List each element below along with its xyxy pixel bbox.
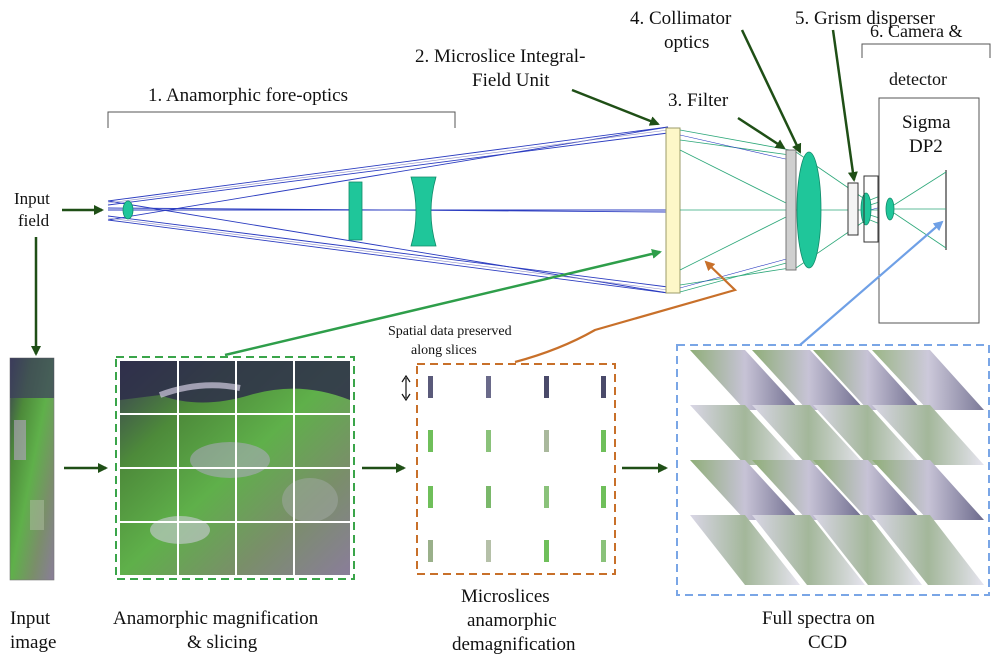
microslices-label-line1: Microslices	[461, 586, 550, 607]
camera-label-line1: Sigma	[902, 112, 951, 133]
stage4-label-line1: 4. Collimator	[630, 8, 732, 29]
input-image-label-line1: Input	[10, 608, 51, 629]
input-image	[9, 357, 55, 581]
camera-label-line2: DP2	[909, 136, 943, 157]
spectra-label-line1: Full spectra on	[762, 608, 875, 629]
ifu-block	[665, 127, 681, 294]
spatial-label-line2: along slices	[411, 343, 477, 358]
anamorphic-grid	[115, 356, 355, 580]
spectra-box	[676, 344, 990, 596]
stage1-label: 1. Anamorphic fore-optics	[148, 85, 348, 106]
stage5-label: 5. Grism disperser	[795, 8, 935, 29]
anamorphic-label-line1: Anamorphic magnification	[113, 608, 319, 629]
stage3-arrow	[737, 116, 786, 150]
stage4-label-line2: optics	[664, 32, 710, 53]
fore-lens-2	[348, 181, 363, 241]
stage6-bracket	[861, 43, 991, 58]
microslice-marks	[428, 376, 606, 562]
camera-lens	[885, 197, 895, 221]
anamorphic-label-line2: & slicing	[187, 632, 258, 653]
fore-lens-1	[122, 200, 134, 220]
camera-body	[878, 97, 980, 324]
microslices-to-ifu-arrow	[514, 260, 738, 364]
spatial-label-line1: Spatial data preserved	[388, 324, 512, 339]
collimator-lens	[796, 151, 822, 269]
stage5-arrow	[831, 29, 858, 182]
microslices-label-line3: demagnification	[452, 634, 576, 655]
input-image-label-line2: image	[10, 632, 57, 653]
fore-optics-rays	[107, 126, 669, 294]
grid-to-ifu-arrow	[224, 248, 662, 357]
filter-plate	[785, 149, 797, 271]
spectra-to-detector-arrow	[799, 220, 944, 346]
fore-lens-3	[410, 176, 437, 247]
microslices-box	[401, 363, 616, 575]
stage3-label: 3. Filter	[668, 90, 729, 111]
stage6-label-line1: 6. Camera &	[870, 21, 963, 41]
stage2-arrow	[571, 88, 660, 126]
spectra-label-line2: CCD	[808, 632, 848, 653]
stage2-label-line2: Field Unit	[472, 70, 550, 91]
spectra-strips	[690, 350, 984, 585]
camera-front	[863, 175, 879, 243]
input-field-label-line2: field	[18, 211, 50, 230]
slice-height-indicator	[401, 374, 411, 402]
stage4-arrow	[740, 29, 802, 154]
microslices-label-line2: anamorphic	[467, 610, 557, 631]
grism-element	[847, 182, 859, 236]
grism-lens	[860, 192, 872, 226]
input-field-label-line1: Input	[14, 189, 50, 208]
stage1-bracket	[107, 111, 456, 128]
stage2-label-line1: 2. Microslice Integral-	[415, 46, 586, 67]
stage6-label-line2: detector	[889, 69, 947, 89]
